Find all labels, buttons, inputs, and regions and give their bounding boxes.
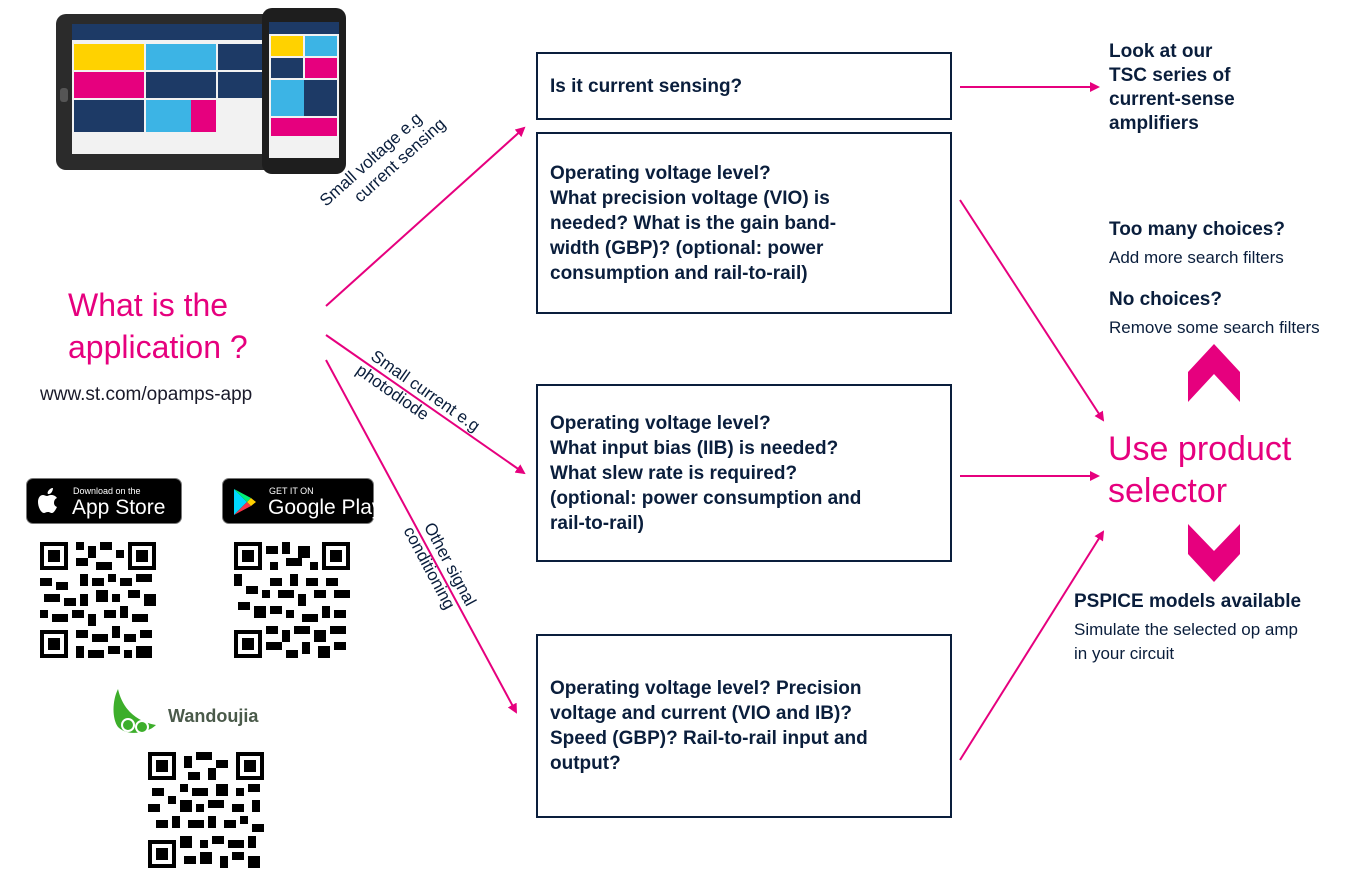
google-play-icon <box>234 489 256 515</box>
arrow-to-small-current <box>325 334 526 475</box>
googleplay-small-label: GET IT ON <box>269 486 314 496</box>
tsc-line3: current-sense <box>1109 89 1235 110</box>
use-selector-line2: selector <box>1108 472 1228 510</box>
application-question: What is the application ? <box>68 287 248 365</box>
tsc-line4: amplifiers <box>1109 113 1199 134</box>
pspice-line1: Simulate the selected op amp <box>1074 620 1298 639</box>
box-current-sensing: Is it current sensing? <box>536 52 952 120</box>
chevron-up-icon <box>1188 344 1240 402</box>
no-choices-text: Remove some search filters <box>1109 318 1320 337</box>
appstore-small-label: Download on the <box>73 486 141 496</box>
box-small-voltage: Operating voltage level? What precision … <box>536 132 952 314</box>
qr-code-icon[interactable] <box>148 752 264 868</box>
appstore-big-label: App Store <box>72 496 166 519</box>
too-many-heading: Too many choices? <box>1109 219 1285 240</box>
pspice-heading: PSPICE models available <box>1074 591 1302 612</box>
tsc-line2: TSC series of <box>1109 65 1231 86</box>
no-choices-tip: No choices? Remove some search filters <box>1109 288 1320 340</box>
box-small-current-text: Operating voltage level? What input bias… <box>550 412 862 534</box>
use-product-selector[interactable]: Use product selector <box>1108 428 1291 512</box>
arrow-to-other <box>325 359 517 714</box>
wandoujia-icon <box>113 689 156 734</box>
no-choices-heading: No choices? <box>1109 289 1222 310</box>
pspice-line2: in your circuit <box>1074 644 1175 663</box>
arrow-to-current-sensing <box>325 126 526 307</box>
app-store-badge[interactable]: Download on the App Store <box>26 478 182 524</box>
box-small-voltage-text: Operating voltage level? What precision … <box>550 162 837 284</box>
too-many-choices-tip: Too many choices? Add more search filter… <box>1109 218 1285 270</box>
box-other-text: Operating voltage level? Precision volta… <box>550 678 868 774</box>
use-selector-line1: Use product <box>1108 430 1292 468</box>
arrow-small-voltage-to-selector <box>959 199 1105 422</box>
chevron-down-icon <box>1188 524 1240 582</box>
tsc-recommendation: Look at our TSC series of current-sense … <box>1109 40 1235 136</box>
qr-code-icon[interactable] <box>234 542 350 658</box>
google-play-badge[interactable]: GET IT ON Google Play <box>222 478 382 524</box>
apple-icon <box>38 488 57 513</box>
devices-illustration <box>56 8 346 174</box>
qr-code-icon[interactable] <box>40 542 156 658</box>
box-other: Operating voltage level? Precision volta… <box>536 634 952 818</box>
tsc-line1: Look at our <box>1109 41 1213 62</box>
googleplay-big-label: Google Play <box>268 496 383 519</box>
app-url[interactable]: www.st.com/opamps-app <box>40 384 253 405</box>
wandoujia-label: Wandoujia <box>168 706 259 726</box>
box-small-current: Operating voltage level? What input bias… <box>536 384 952 562</box>
too-many-text: Add more search filters <box>1109 248 1284 267</box>
arrow-other-to-selector <box>959 530 1105 761</box>
pspice-models: PSPICE models available Simulate the sel… <box>1074 590 1301 666</box>
box-current-sensing-text: Is it current sensing? <box>550 75 743 97</box>
